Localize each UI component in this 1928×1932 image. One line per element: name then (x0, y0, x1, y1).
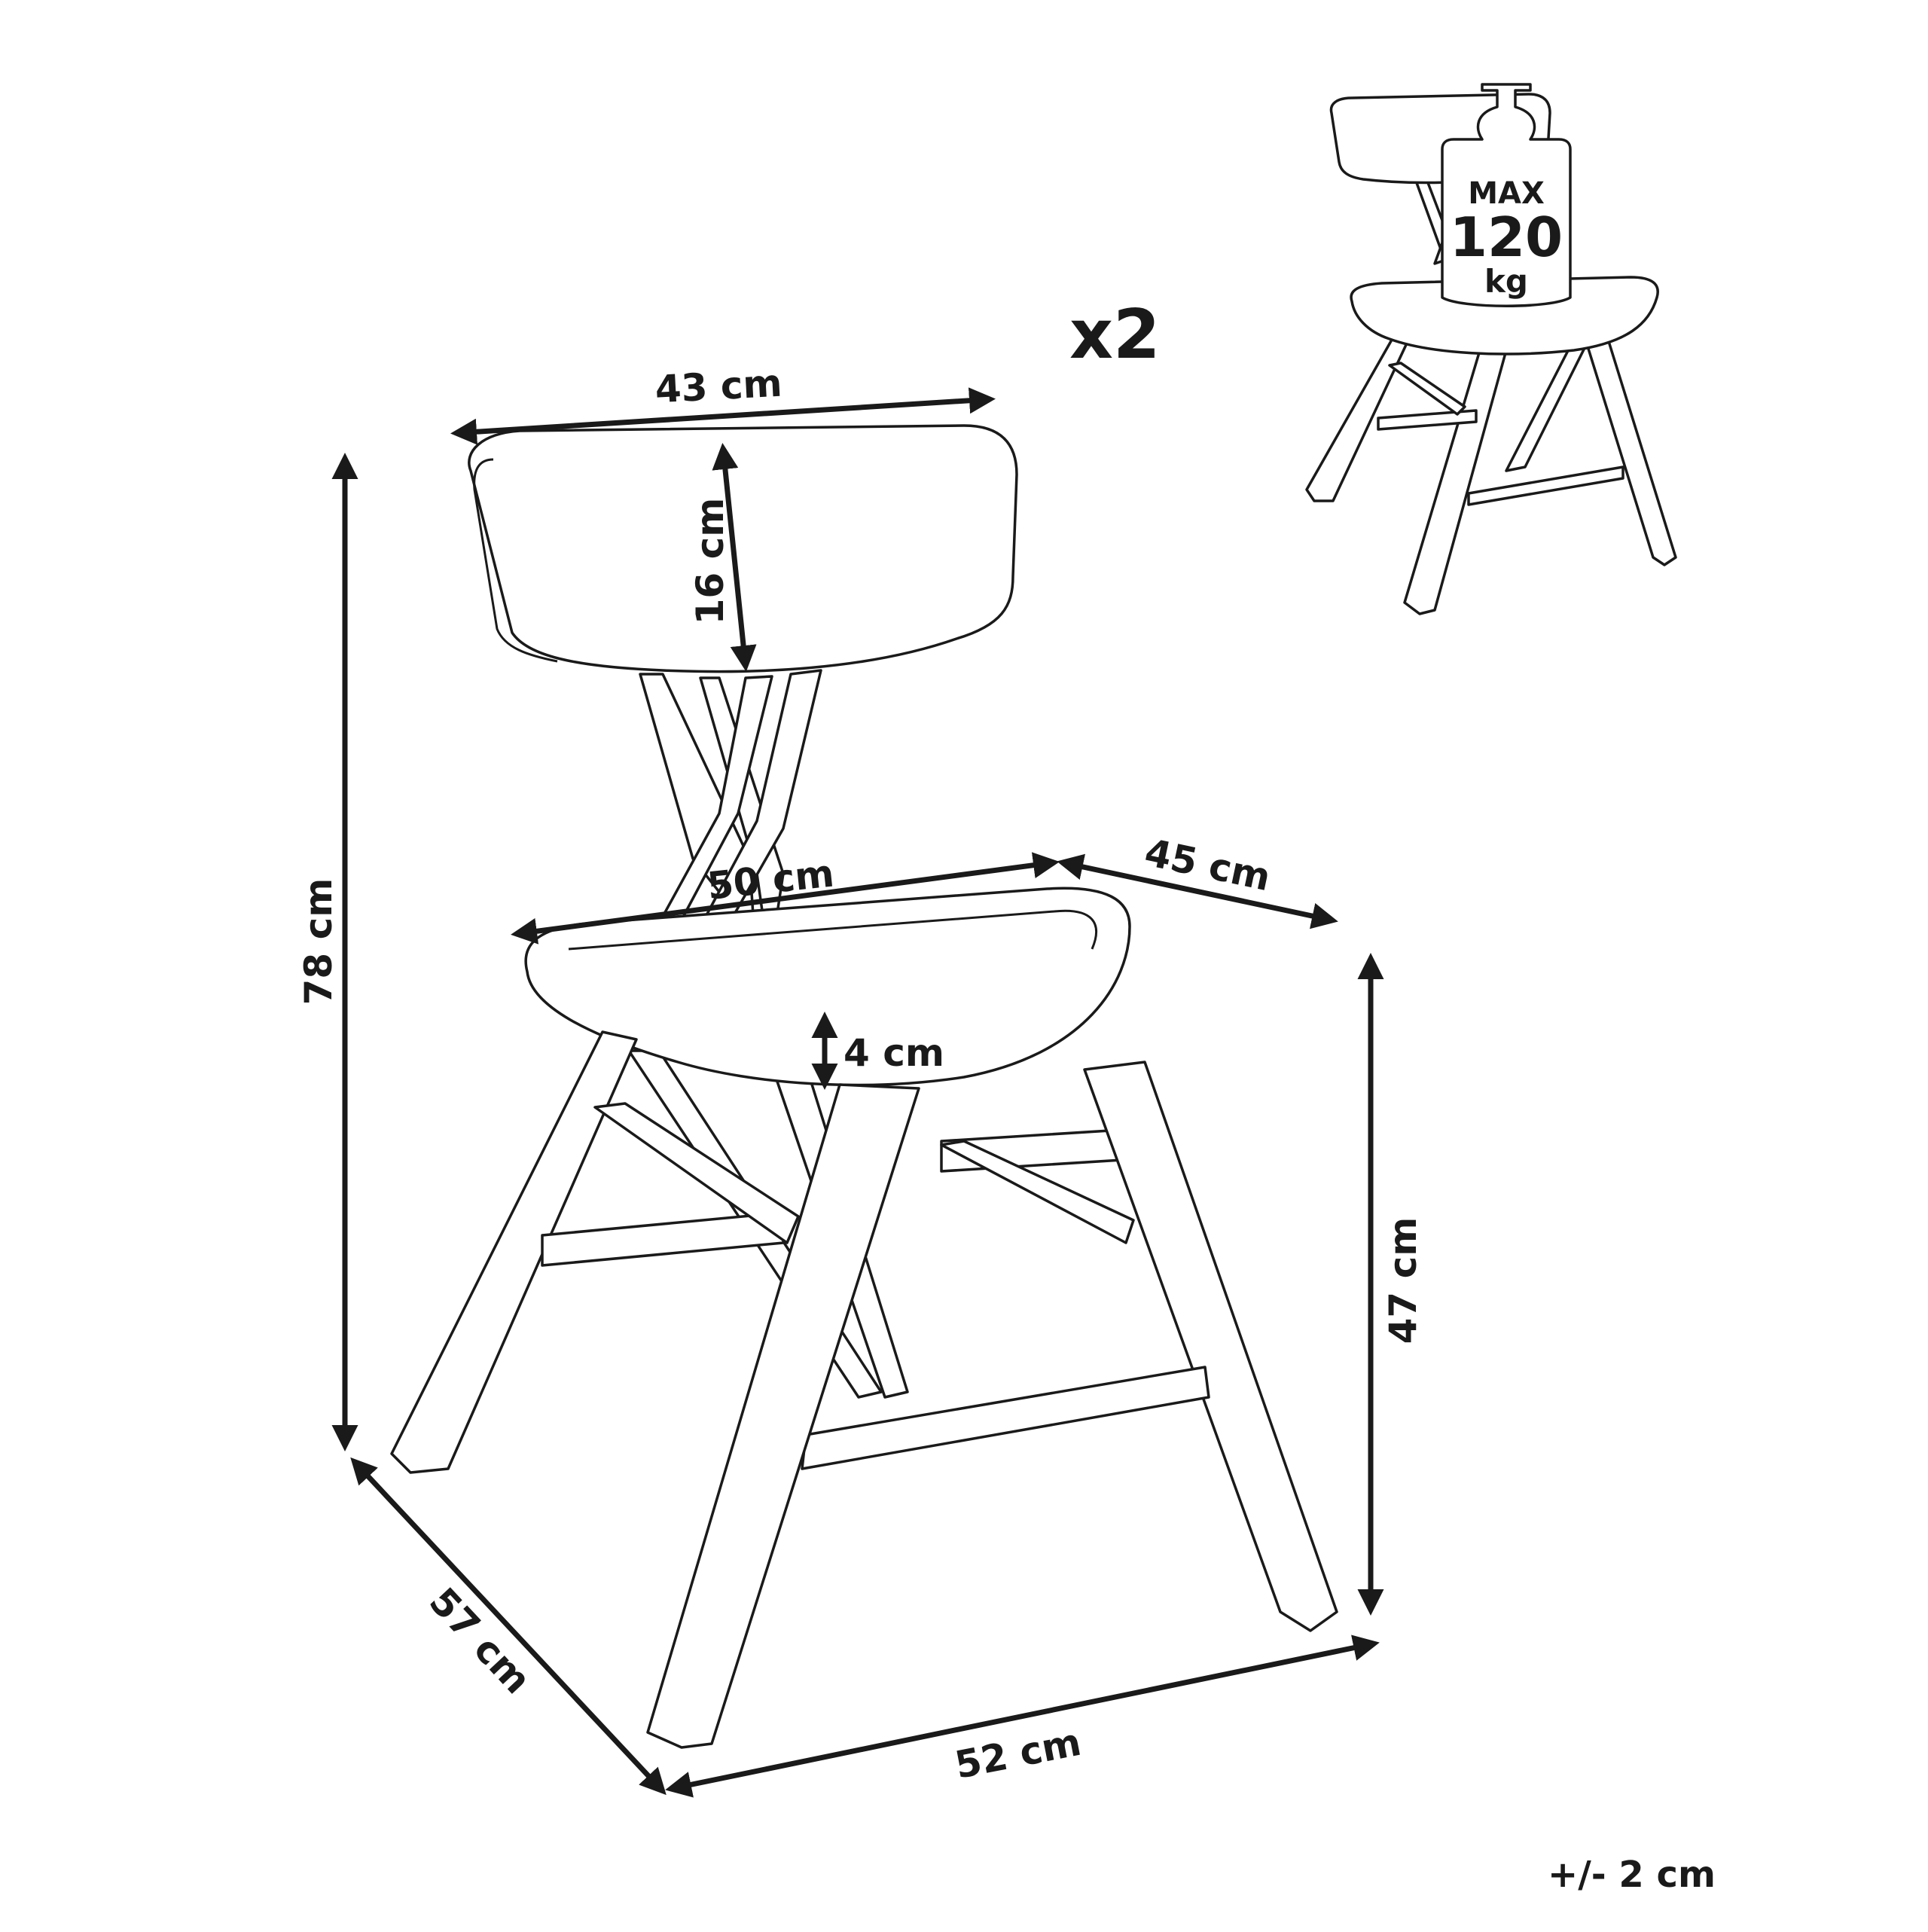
max-load-label: MAX (1468, 176, 1545, 211)
max-load-value: 120 (1450, 206, 1563, 269)
small-chair-seat (1350, 276, 1659, 356)
total-height-label: 78 cm (297, 878, 340, 1006)
seat-thickness-label: 4 cm (844, 1031, 944, 1075)
back-leg-right (1083, 1061, 1338, 1632)
chair-drawing (390, 424, 1338, 1749)
small-chair-rail-left (1377, 409, 1478, 431)
load-illustration: MAX 120 kg (1305, 83, 1677, 615)
diagonal-stretcher (593, 1102, 800, 1244)
weight-icon (1441, 83, 1572, 307)
backrest-height-arrow (712, 443, 757, 672)
tolerance-label: +/- 2 cm (1548, 1854, 1716, 1896)
base-depth-arrow (350, 1457, 667, 1796)
small-chair-leg-back-right (1505, 337, 1591, 472)
seat-width-arrow (511, 852, 1060, 945)
quantity-label: x2 (1069, 295, 1161, 374)
seat-depth-arrow (1057, 853, 1338, 929)
small-chair-leg-back-left (1305, 322, 1417, 502)
small-chair-rail-side (1388, 362, 1466, 416)
small-chair-rail-front (1467, 465, 1624, 506)
backrest-width-arrow (450, 387, 996, 445)
left-side-rail (541, 1211, 785, 1267)
base-width-label: 52 cm (951, 1720, 1084, 1787)
small-chair-leg-front-left (1403, 349, 1508, 615)
backrest-height-label: 16 cm (688, 498, 732, 625)
right-side-rail (940, 1140, 1135, 1244)
seat-depth-label: 45 cm (1141, 830, 1274, 899)
backrest-width-label: 43 cm (654, 362, 783, 412)
base-width-arrow (665, 1634, 1380, 1798)
front-leg-right (646, 1083, 920, 1749)
small-chair-leg-front-right (1584, 337, 1677, 566)
seat-height-label: 47 cm (1381, 1217, 1425, 1344)
max-load-unit: kg (1484, 263, 1528, 300)
